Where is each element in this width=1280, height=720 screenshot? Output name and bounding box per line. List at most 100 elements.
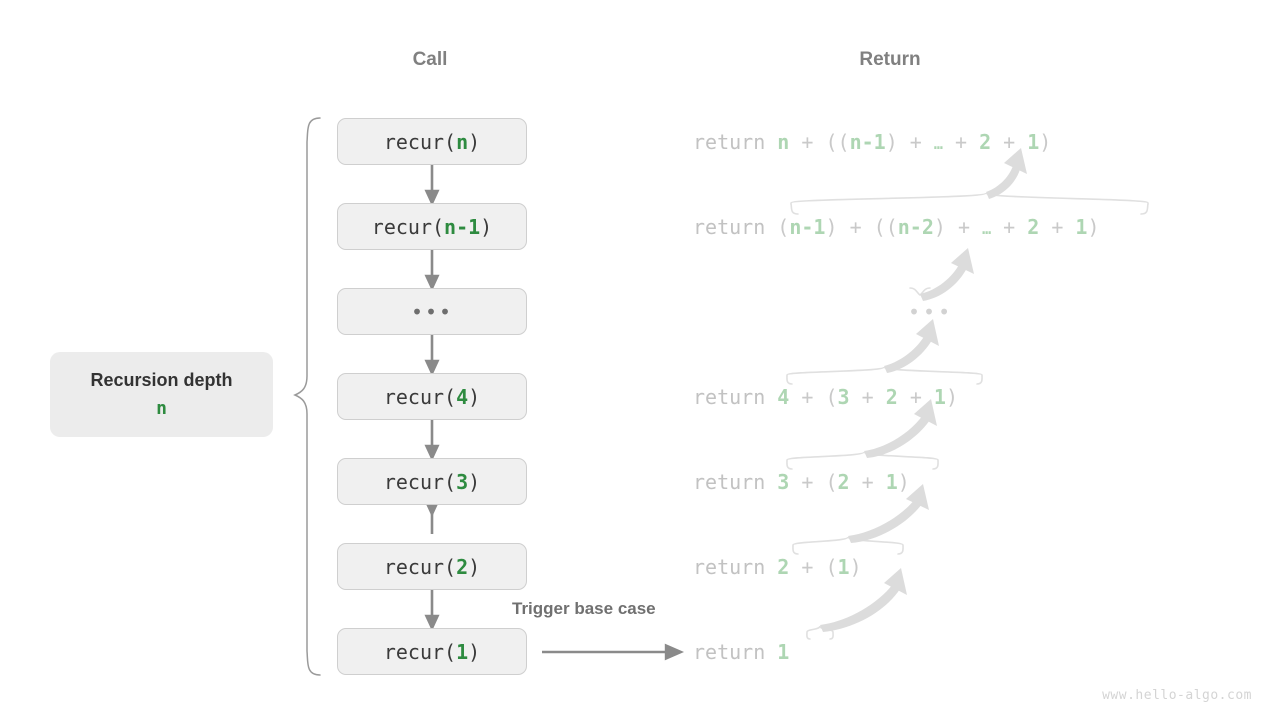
call-box-prefix: recur( bbox=[383, 639, 457, 664]
expr-token-value: 4 bbox=[777, 385, 790, 409]
expr-token bbox=[850, 470, 862, 494]
expr-token-value: … bbox=[982, 220, 992, 238]
expr-token-value: 1 bbox=[837, 555, 850, 579]
expr-token bbox=[943, 130, 955, 154]
expr-token bbox=[1015, 130, 1027, 154]
expr-token: + bbox=[801, 470, 814, 494]
expr-token bbox=[898, 385, 910, 409]
call-box-argument: 3 bbox=[456, 469, 469, 494]
expr-token: ( bbox=[777, 215, 790, 239]
call-box-argument: 2 bbox=[456, 554, 469, 579]
expr-token-value: 2 bbox=[837, 470, 850, 494]
call-box-recur-n-1: recur(n-1) bbox=[337, 203, 527, 250]
return-expression: n + ((n-1) + … + 2 + 1) bbox=[777, 130, 1051, 154]
expr-token: ) bbox=[825, 215, 838, 239]
expr-token bbox=[991, 130, 1003, 154]
return-expression: 2 + (1) bbox=[777, 555, 861, 579]
call-box-recur-1: recur(1) bbox=[337, 628, 527, 675]
expr-token-value: n bbox=[777, 130, 790, 154]
expr-token bbox=[1063, 215, 1075, 239]
expr-token bbox=[813, 555, 825, 579]
expr-token: ( bbox=[825, 470, 838, 494]
expr-token-value: 3 bbox=[837, 385, 850, 409]
expr-token: + bbox=[801, 130, 814, 154]
expr-token: + bbox=[1003, 215, 1016, 239]
expr-token-value: 1 bbox=[1027, 130, 1040, 154]
recursion-depth-brace bbox=[293, 117, 321, 676]
expr-token bbox=[789, 555, 801, 579]
trigger-base-case-label: Trigger base case bbox=[512, 599, 656, 618]
ellipsis-glyph: ••• bbox=[410, 299, 454, 324]
call-box-recur-4: recur(4) bbox=[337, 373, 527, 420]
expr-token bbox=[789, 130, 801, 154]
return-keyword: return bbox=[693, 555, 778, 579]
expr-token: + bbox=[849, 215, 862, 239]
expr-token-value: n-1 bbox=[789, 215, 826, 239]
expr-token: ( bbox=[885, 215, 898, 239]
expr-token-value: … bbox=[933, 135, 943, 153]
expr-token bbox=[967, 130, 979, 154]
call-box-prefix: recur( bbox=[383, 384, 457, 409]
expr-token: ) bbox=[897, 470, 910, 494]
expr-token-value: 1 bbox=[777, 640, 790, 664]
return-row-return-2: return 2 + (1) bbox=[693, 557, 862, 577]
expr-token-value: 2 bbox=[885, 385, 898, 409]
recursion-depth-label: Recursion depth n bbox=[50, 352, 273, 437]
expr-token bbox=[850, 385, 862, 409]
expr-token: ( bbox=[837, 130, 850, 154]
expr-token bbox=[991, 215, 1003, 239]
call-box-prefix: recur( bbox=[383, 554, 457, 579]
return-expression: (n-1) + ((n-2) + … + 2 + 1) bbox=[777, 215, 1099, 239]
expr-token bbox=[946, 215, 958, 239]
expr-token-value: 1 bbox=[1075, 215, 1088, 239]
return-expression: 3 + (2 + 1) bbox=[777, 470, 910, 494]
return-expression: 1 bbox=[777, 640, 789, 664]
expr-token-value: 3 bbox=[777, 470, 790, 494]
expr-token: ) bbox=[849, 555, 862, 579]
expr-token-value: 2 bbox=[777, 555, 790, 579]
expr-token: + bbox=[861, 385, 874, 409]
call-box-argument: n-1 bbox=[444, 214, 481, 239]
call-box-prefix: recur( bbox=[383, 129, 457, 154]
expr-token: + bbox=[957, 215, 971, 239]
expr-token: ( bbox=[825, 130, 838, 154]
call-box-recur-3: recur(3) bbox=[337, 458, 527, 505]
expr-token: + bbox=[801, 555, 814, 579]
call-box-recur-2: recur(2) bbox=[337, 543, 527, 590]
expr-token-value: 1 bbox=[933, 385, 946, 409]
call-box-suffix: ) bbox=[468, 554, 481, 579]
expr-token bbox=[789, 470, 801, 494]
expr-token bbox=[874, 470, 886, 494]
return-row-return-1: return 1 bbox=[693, 642, 789, 662]
column-header-call: Call bbox=[412, 49, 448, 70]
call-box-argument: n bbox=[456, 129, 469, 154]
expr-token: + bbox=[1003, 130, 1016, 154]
expr-token bbox=[922, 385, 934, 409]
call-box-recur-dots: ••• bbox=[337, 288, 527, 335]
call-box-prefix: recur( bbox=[371, 214, 445, 239]
expr-token bbox=[813, 470, 825, 494]
column-header-return: Return bbox=[859, 49, 921, 70]
expr-token: + bbox=[909, 385, 922, 409]
call-box-suffix: ) bbox=[468, 384, 481, 409]
call-box-suffix: ) bbox=[480, 214, 493, 239]
expr-token bbox=[922, 130, 934, 154]
call-box-suffix: ) bbox=[468, 469, 481, 494]
expr-token bbox=[813, 130, 825, 154]
expr-token bbox=[970, 215, 982, 239]
call-box-argument: 4 bbox=[456, 384, 469, 409]
call-box-argument: 1 bbox=[456, 639, 469, 664]
call-box-prefix: recur( bbox=[383, 469, 457, 494]
expr-token bbox=[1039, 215, 1051, 239]
expr-token: + bbox=[861, 470, 874, 494]
trigger-base-case-arrow bbox=[542, 643, 685, 661]
return-keyword: return bbox=[693, 385, 778, 409]
expr-token: + bbox=[1051, 215, 1064, 239]
expr-token: ) bbox=[1039, 130, 1052, 154]
expr-token: ( bbox=[825, 385, 838, 409]
expr-token bbox=[813, 385, 825, 409]
expr-token-value: 1 bbox=[885, 470, 898, 494]
expr-token bbox=[874, 385, 886, 409]
return-row-return-4: return 4 + (3 + 2 + 1) bbox=[693, 387, 958, 407]
